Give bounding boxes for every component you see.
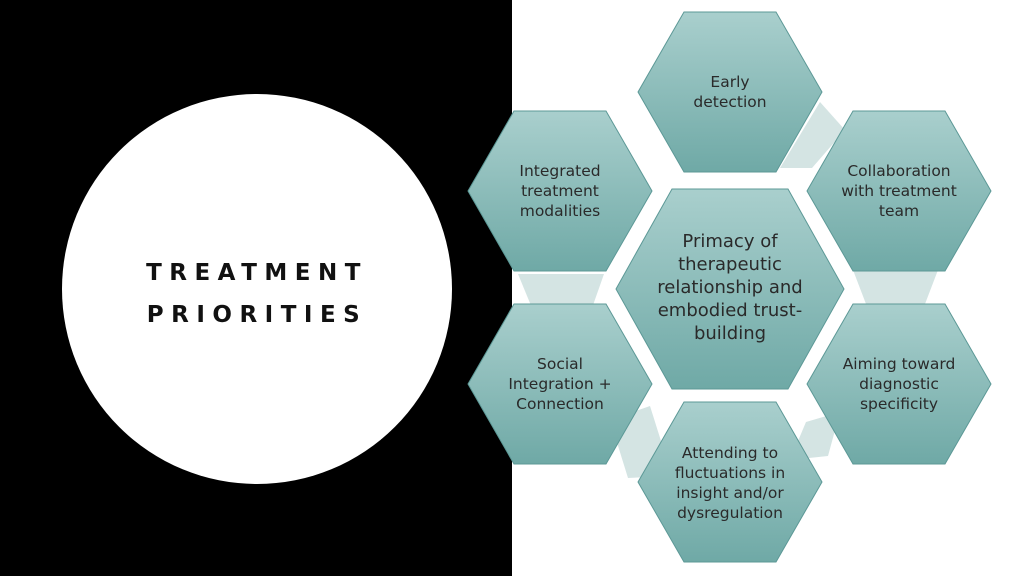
hex-center (615, 188, 845, 390)
title-circle (62, 94, 452, 484)
connector-lowerleft-upperleft (518, 274, 604, 308)
title-line-1: TREATMENT (146, 260, 368, 286)
hex-upper-right (806, 110, 992, 272)
title-line-2: PRIORITIES (146, 302, 368, 328)
connector-upperright-lowerright (853, 270, 938, 304)
hex-top (637, 11, 823, 173)
hex-bottom (637, 401, 823, 563)
hex-lower-right (806, 303, 992, 465)
hex-lower-left (467, 303, 653, 465)
connector-top-upperright (780, 102, 845, 168)
hex-upper-left (467, 110, 653, 272)
slide-title: TREATMENT PRIORITIES (62, 252, 452, 336)
